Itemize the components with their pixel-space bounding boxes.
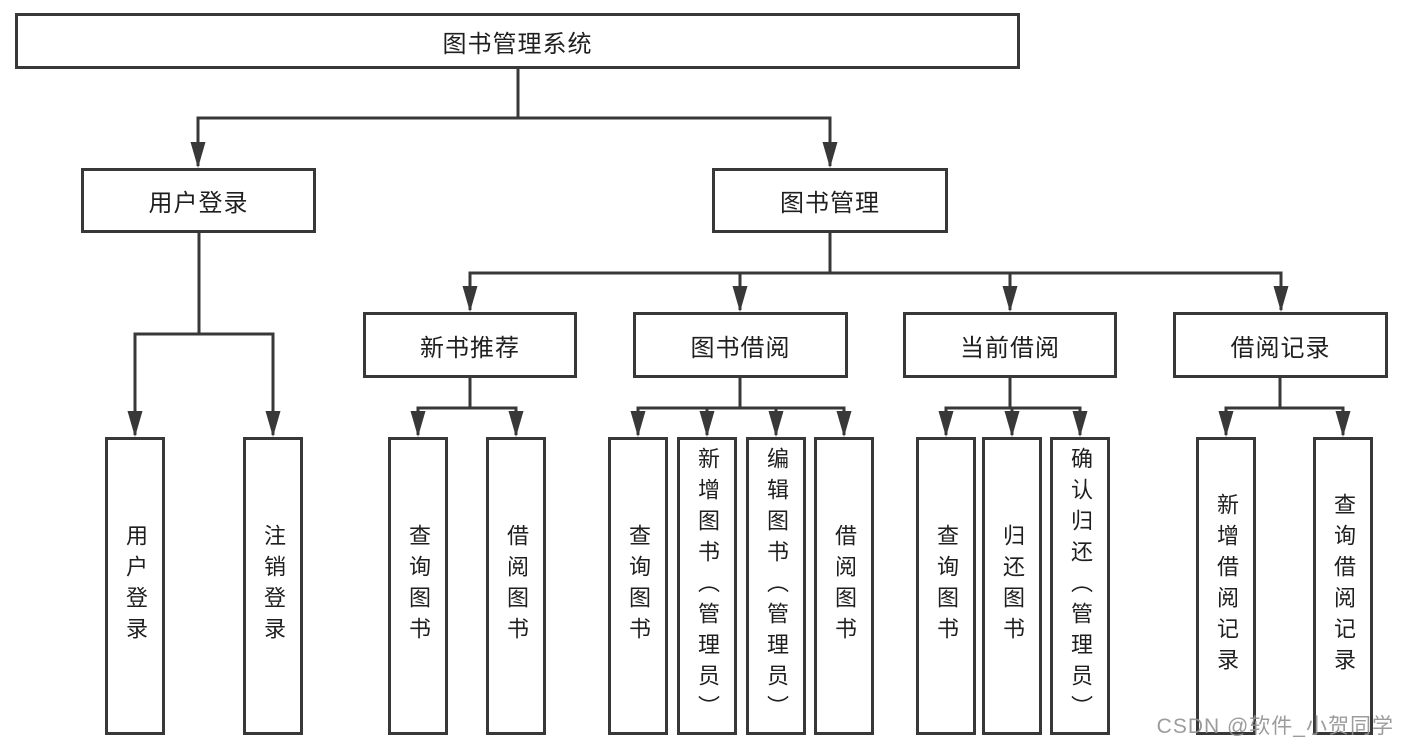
node-leaf-borrow-books: 借阅图书 [814,437,874,735]
node-leaf-user-login: 用户登录 [105,437,165,735]
node-leaf-add-books-admin: 新增图书（管理员） [677,437,737,735]
connector-root-to-book-management [516,69,832,166]
node-leaf-borrow-books-recommend: 借阅图书 [486,437,546,735]
node-current-borrowing-label: 当前借阅 [960,334,1060,362]
connector-records-leaf2 [1278,378,1345,435]
node-root: 图书管理系统 [15,13,1020,69]
connector-records-leaf1 [1224,378,1282,435]
connector-current-leaf3 [1008,378,1082,435]
connector-userlogin-to-leaf1 [133,233,201,435]
connector-borrowing-leaf4 [738,378,846,435]
node-leaf-confirm-return-admin: 确认归还（管理员） [1050,437,1110,735]
connector-newbook-leaf1 [416,378,472,435]
connector-userlogin-to-leaf2 [197,233,275,435]
node-leaf-query-books-current: 查询图书 [916,437,976,735]
node-current-borrowing: 当前借阅 [903,312,1117,378]
connector-current-leaf1 [944,378,1012,435]
node-leaf-query-books-recommend: 查询图书 [388,437,448,735]
node-borrowing-records-label: 借阅记录 [1230,334,1331,362]
node-leaf-return-books: 归还图书 [982,437,1042,735]
node-leaf-edit-books-admin: 编辑图书（管理员） [746,437,806,735]
node-root-label: 图书管理系统 [442,30,593,58]
connector-root-to-user-login [196,69,520,166]
connector-newbook-leaf2 [468,378,518,435]
connector-mgmt-to-records [828,233,1283,310]
node-book-borrowing-label: 图书借阅 [690,334,791,362]
connector-mgmt-to-borrowing [738,233,832,310]
node-new-book-recommend: 新书推荐 [363,312,577,378]
node-leaf-add-borrow-record: 新增借阅记录 [1196,437,1256,735]
node-new-book-recommend-label: 新书推荐 [420,334,520,362]
connector-borrowing-leaf2 [705,378,742,435]
node-book-management-label: 图书管理 [780,190,880,217]
node-borrowing-records: 借阅记录 [1173,312,1388,378]
node-leaf-query-books-borrowing: 查询图书 [608,437,668,735]
node-book-borrowing: 图书借阅 [633,312,848,378]
node-leaf-logout: 注销登录 [243,437,303,735]
node-user-login: 用户登录 [81,168,316,233]
node-user-login-label: 用户登录 [148,190,249,217]
csdn-watermark: CSDN @软件_小贺同学 [1156,715,1394,738]
node-book-management: 图书管理 [712,168,948,233]
node-leaf-query-borrow-record: 查询借阅记录 [1313,437,1373,735]
